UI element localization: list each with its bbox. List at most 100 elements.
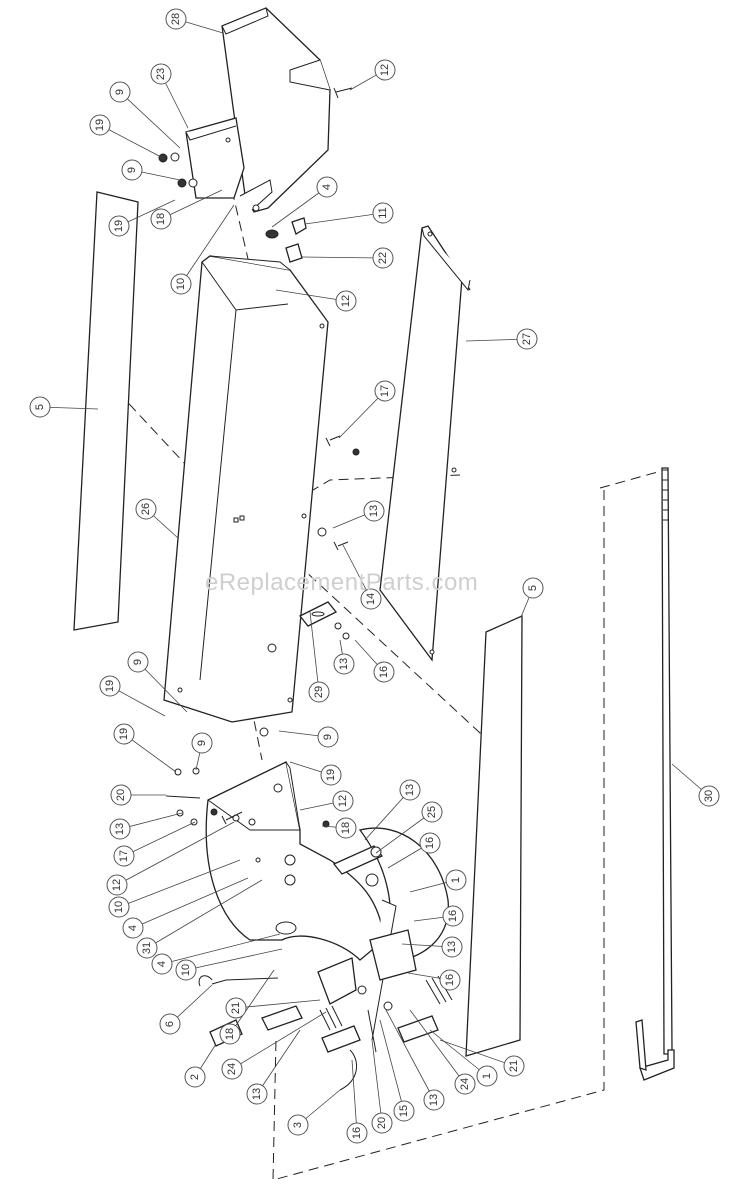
leader-line-22	[301, 256, 384, 259]
callout-circle	[122, 917, 144, 939]
leader-line-19	[99, 124, 164, 159]
callout-number: 23	[155, 68, 167, 80]
callout-circle	[246, 1083, 268, 1105]
callout-circle	[372, 202, 394, 224]
leader-line-9	[119, 91, 181, 149]
part-5-left-panel	[73, 191, 139, 631]
callout-12: 12	[332, 790, 354, 812]
callout-circle	[374, 380, 396, 402]
callout-number: 19	[94, 119, 106, 131]
callout-number: 9	[322, 734, 334, 740]
callout-30: 30	[698, 785, 720, 807]
callout-circle	[363, 500, 385, 522]
leader-line-16	[351, 1059, 358, 1134]
leader-line-20	[371, 1039, 383, 1124]
leader-line-18	[229, 969, 275, 1035]
callout-circle	[159, 1013, 181, 1035]
leader-line-25	[375, 811, 433, 854]
callout-circle	[121, 159, 143, 181]
callout-number: 12	[379, 64, 391, 76]
callout-24: 24	[454, 1073, 476, 1095]
callout-circle	[439, 969, 461, 991]
callout-number: 13	[251, 1088, 263, 1100]
callout-circle	[110, 784, 132, 806]
leader-line-21	[439, 1039, 515, 1067]
leader-line-4	[271, 186, 328, 228]
callout-29: 29	[308, 681, 330, 703]
callout-circle	[317, 726, 339, 748]
callout-22: 22	[372, 247, 394, 269]
mid-hardware	[301, 435, 360, 551]
callout-28: 28	[165, 8, 187, 30]
callout-circle	[108, 215, 130, 237]
callout-circle	[399, 779, 421, 801]
callout-13: 13	[399, 779, 421, 801]
watermark-text: eReplacementParts.com	[205, 569, 478, 596]
callout-circle	[374, 59, 396, 81]
callout-18: 18	[219, 1023, 241, 1045]
callout-21: 21	[503, 1055, 525, 1077]
leader-line-21	[235, 999, 321, 1009]
callout-13: 13	[441, 936, 463, 958]
part-29-plate	[298, 601, 350, 640]
callout-number: 1	[481, 1073, 493, 1079]
callout-circle	[371, 1112, 393, 1134]
callout-5: 5	[29, 396, 51, 418]
callout-circle	[372, 247, 394, 269]
dashed-line-rod-top	[599, 469, 666, 489]
leader-line-29	[309, 611, 320, 693]
callout-number: 18	[340, 822, 352, 834]
callout-1: 1	[445, 869, 467, 891]
part-27-side-panel	[379, 225, 471, 662]
callout-number: 10	[113, 901, 125, 913]
callout-circle	[175, 959, 197, 981]
callout-number: 28	[170, 13, 182, 25]
callout-number: 6	[164, 1021, 176, 1027]
callout-number: 17	[118, 850, 130, 862]
callout-circle	[335, 817, 357, 839]
callout-circle	[106, 874, 128, 896]
callout-16: 16	[373, 661, 395, 683]
callout-4: 4	[122, 917, 144, 939]
callout-circle	[316, 176, 338, 198]
callout-circle	[503, 1055, 525, 1077]
callout-number: 9	[132, 659, 144, 665]
callout-circle	[360, 588, 382, 610]
callout-circle	[320, 764, 342, 786]
callout-circle	[522, 577, 544, 599]
callout-circle	[373, 661, 395, 683]
callout-circle	[29, 396, 51, 418]
callout-16: 16	[419, 832, 441, 854]
callout-circle	[221, 1058, 243, 1080]
callout-circle	[308, 681, 330, 703]
callout-number: 13	[446, 941, 458, 953]
callout-4: 4	[151, 953, 173, 975]
callout-circle	[421, 801, 443, 823]
callout-number: 4	[321, 184, 333, 190]
callout-circle	[445, 869, 467, 891]
callout-circle	[89, 114, 111, 136]
callout-number: 16	[378, 666, 390, 678]
callout-18: 18	[150, 208, 172, 230]
callout-16: 16	[439, 969, 461, 991]
callout-18: 18	[335, 817, 357, 839]
callout-circle	[184, 1066, 206, 1088]
leader-line-18	[160, 189, 223, 220]
callout-number: 16	[351, 1127, 363, 1139]
callout-13: 13	[333, 653, 355, 675]
leader-line-1	[429, 1029, 488, 1077]
leader-line-13	[119, 812, 183, 830]
callout-circle	[454, 1073, 476, 1095]
callout-circle	[219, 1023, 241, 1045]
callout-number: 12	[340, 295, 352, 307]
lower-bracket-assembly	[198, 929, 453, 1091]
callout-circle	[393, 1100, 415, 1122]
callout-number: 13	[338, 658, 350, 670]
callout-circle	[150, 208, 172, 230]
callout-20: 20	[371, 1112, 393, 1134]
callout-3: 3	[287, 1114, 309, 1136]
callout-25: 25	[421, 801, 443, 823]
part-30-rod	[635, 467, 675, 1081]
part-5-right-panel	[465, 614, 523, 1057]
